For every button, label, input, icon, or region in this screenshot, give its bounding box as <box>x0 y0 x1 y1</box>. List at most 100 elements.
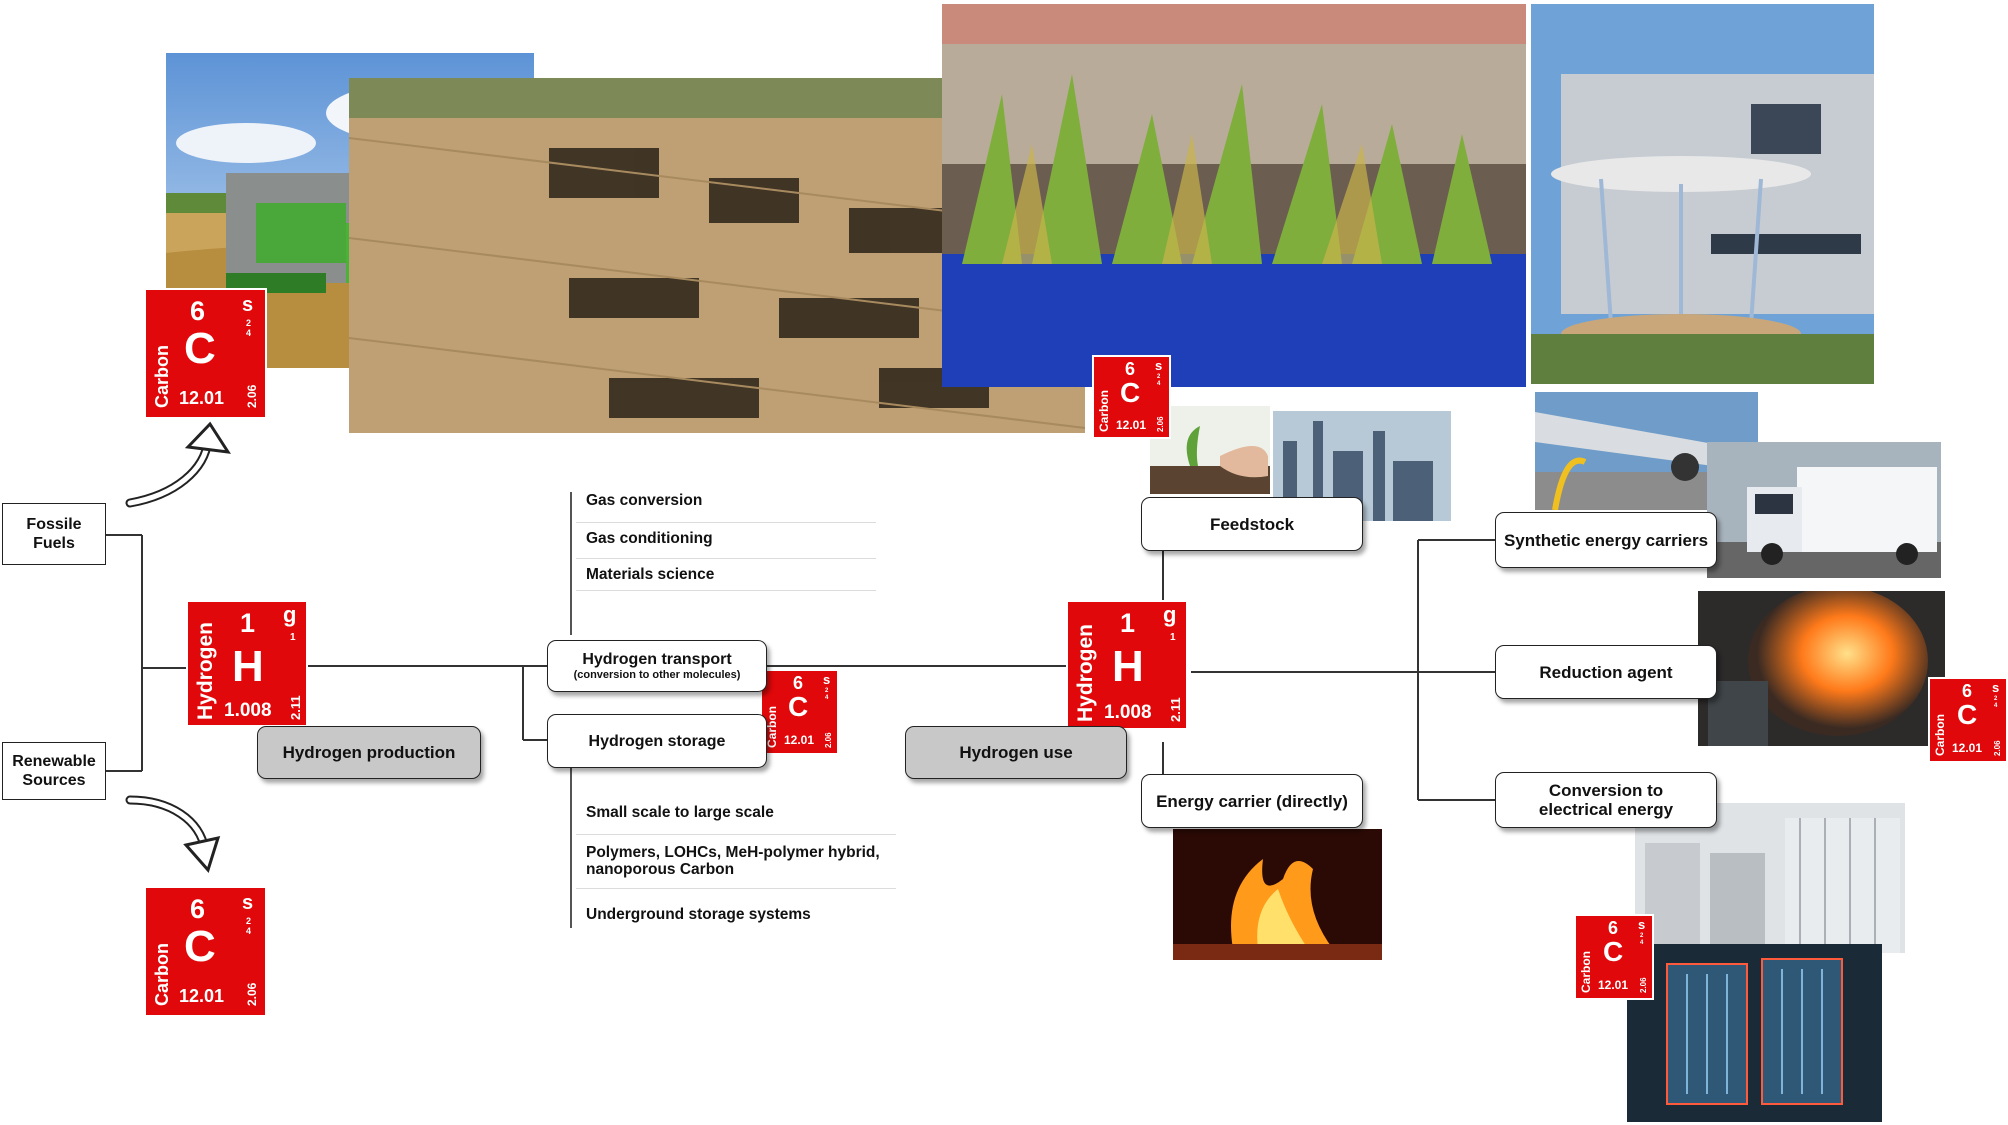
carbon-symbol: C <box>788 691 809 722</box>
carbon-state: s <box>242 294 254 316</box>
hydrogen-storage-box: Hydrogen storage <box>547 714 767 768</box>
carbon-element-tile: 6 s 2 4 C 12.01 Carbon 2.06 <box>760 669 839 755</box>
electrolyser-tanks-photo <box>1635 803 1905 953</box>
carbon-atomic-mass: 12.01 <box>179 388 225 408</box>
feedstock-box: Feedstock <box>1141 497 1363 551</box>
carbon-electronegativity: 2.06 <box>1639 977 1648 993</box>
carbon-shells: 2 4 <box>1640 933 1644 946</box>
hydrogen-element-tile: 1 g 1 H 1.008 Hydrogen 2.11 <box>186 600 308 727</box>
synthetic-energy-carriers-box: Synthetic energy carriers <box>1495 512 1717 568</box>
carbon-electronegativity: 2.06 <box>245 982 259 1006</box>
carbon-element-tile: 6 s 2 4 C 12.01 Carbon 2.06 <box>144 288 267 419</box>
feedstock-label: Feedstock <box>1209 514 1295 534</box>
carbon-name: Carbon <box>1933 714 1947 756</box>
conversion-electrical-energy-box: Conversion to electrical energy <box>1495 772 1717 828</box>
carbon-element-tile: 6 s 2 4 C 12.01 Carbon 2.06 <box>1092 355 1171 439</box>
hydrogen-element-tile: 1 g 1 H 1.008 Hydrogen 2.11 <box>1066 600 1188 730</box>
hydrogen-atomic-number: 1 <box>1120 608 1136 638</box>
carbon-atomic-mass: 12.01 <box>784 733 815 747</box>
carbon-name: Carbon <box>152 345 172 408</box>
carbon-atomic-number: 6 <box>1125 359 1136 379</box>
hydrogen-production-label: Hydrogen production <box>282 743 456 762</box>
synthetic-energy-carriers-label: Synthetic energy carriers <box>1503 530 1709 550</box>
hydrogen-name: Hydrogen <box>194 621 217 720</box>
divider <box>576 834 896 835</box>
hydrogen-state: g <box>1163 602 1177 627</box>
carbon-name: Carbon <box>1579 951 1593 993</box>
flame-photo <box>1173 829 1382 960</box>
carbon-atomic-number: 6 <box>190 894 206 924</box>
carbon-shells: 2 4 <box>825 688 829 701</box>
carbon-element-tile: 6 s 2 4 C 12.01 Carbon 2.06 <box>144 886 267 1017</box>
carbon-name: Carbon <box>1097 390 1111 432</box>
carbon-electronegativity: 2.06 <box>1156 416 1165 432</box>
reduction-agent-label: Reduction agent <box>1539 662 1673 682</box>
fuel-cell-stack-photo <box>1627 944 1882 1122</box>
transport-topic-gas-conditioning: Gas conditioning <box>586 530 713 547</box>
carbon-element-tile: 6 s 2 4 C 12.01 Carbon 2.06 <box>1928 677 2008 763</box>
storage-topic-underground: Underground storage systems <box>586 906 811 923</box>
carbon-shells: 2 4 <box>246 318 252 338</box>
plant-growth-chamber-photo <box>942 4 1526 387</box>
carbon-symbol: C <box>1120 377 1141 408</box>
seedling-hand-photo <box>1150 406 1270 494</box>
carbon-shells: 2 4 <box>1994 696 1998 709</box>
hydrogen-symbol: H <box>232 642 264 691</box>
carbon-atomic-mass: 12.01 <box>1598 978 1629 992</box>
carbon-electronegativity: 2.06 <box>245 384 259 408</box>
hydrogen-atomic-mass: 1.008 <box>1104 702 1152 723</box>
divider <box>576 522 876 523</box>
carbon-atomic-mass: 12.01 <box>1952 741 1983 755</box>
hydrogen-transport-box: Hydrogen transport (conversion to other … <box>547 640 767 692</box>
hydrogen-electronegativity: 2.11 <box>1168 697 1183 722</box>
hydrogen-transport-label: Hydrogen transport <box>582 651 732 668</box>
carbon-symbol: C <box>184 922 216 971</box>
fossil-fuels-label: Fossile Fuels <box>26 516 82 552</box>
carbon-atomic-number: 6 <box>1962 681 1973 701</box>
divider <box>576 558 876 559</box>
carbon-state: s <box>1638 917 1646 932</box>
carbon-state: s <box>823 672 831 687</box>
hydrogen-symbol: H <box>1112 642 1144 691</box>
renewable-sources-box: Renewable Sources <box>2 742 106 800</box>
carbon-element-tile: 6 s 2 4 C 12.01 Carbon 2.06 <box>1574 914 1654 1000</box>
transport-topic-materials-science: Materials science <box>586 566 715 583</box>
steel-furnace-photo <box>1698 591 1945 746</box>
fossil-fuels-box: Fossile Fuels <box>2 503 106 565</box>
reduction-agent-box: Reduction agent <box>1495 645 1717 699</box>
hydrogen-storage-label: Hydrogen storage <box>588 732 726 750</box>
carbon-state: s <box>1992 680 2000 695</box>
hydrogen-atomic-mass: 1.008 <box>224 700 272 721</box>
hydrogen-atomic-number: 1 <box>240 608 256 638</box>
hydrogen-name: Hydrogen <box>1074 623 1097 722</box>
carbon-electronegativity: 2.06 <box>824 732 833 748</box>
energy-carrier-direct-box: Energy carrier (directly) <box>1141 774 1363 828</box>
carbon-name: Carbon <box>765 706 779 748</box>
carbon-symbol: C <box>1603 936 1624 967</box>
conversion-electrical-energy-label: Conversion to electrical energy <box>1538 781 1674 819</box>
carbon-atomic-number: 6 <box>190 296 206 326</box>
carbon-state: s <box>1155 358 1163 373</box>
hydrogen-use-label: Hydrogen use <box>959 743 1073 762</box>
storage-topic-scale: Small scale to large scale <box>586 804 774 821</box>
carbon-name: Carbon <box>152 943 172 1006</box>
divider <box>576 590 876 591</box>
research-building-photo <box>1531 4 1874 384</box>
hydrogen-production-box: Hydrogen production <box>257 726 481 779</box>
carbon-state: s <box>242 892 254 914</box>
carbon-shells: 2 4 <box>246 916 252 936</box>
hydrogen-shells: 1 <box>290 632 296 643</box>
hydrogen-shells: 1 <box>1170 632 1176 643</box>
hydrogen-truck-photo <box>1707 442 1941 578</box>
hydrogen-use-box: Hydrogen use <box>905 726 1127 779</box>
renewable-sources-label: Renewable Sources <box>12 753 96 789</box>
hydrogen-transport-subtitle: (conversion to other molecules) <box>573 669 741 681</box>
carbon-shells: 2 4 <box>1157 374 1161 387</box>
carbon-electronegativity: 2.06 <box>1993 740 2002 756</box>
divider <box>576 888 896 889</box>
carbon-symbol: C <box>1957 699 1978 730</box>
carbon-atomic-mass: 12.01 <box>1116 418 1147 432</box>
carbon-atomic-number: 6 <box>793 673 804 693</box>
transport-topic-gas-conversion: Gas conversion <box>586 492 703 509</box>
